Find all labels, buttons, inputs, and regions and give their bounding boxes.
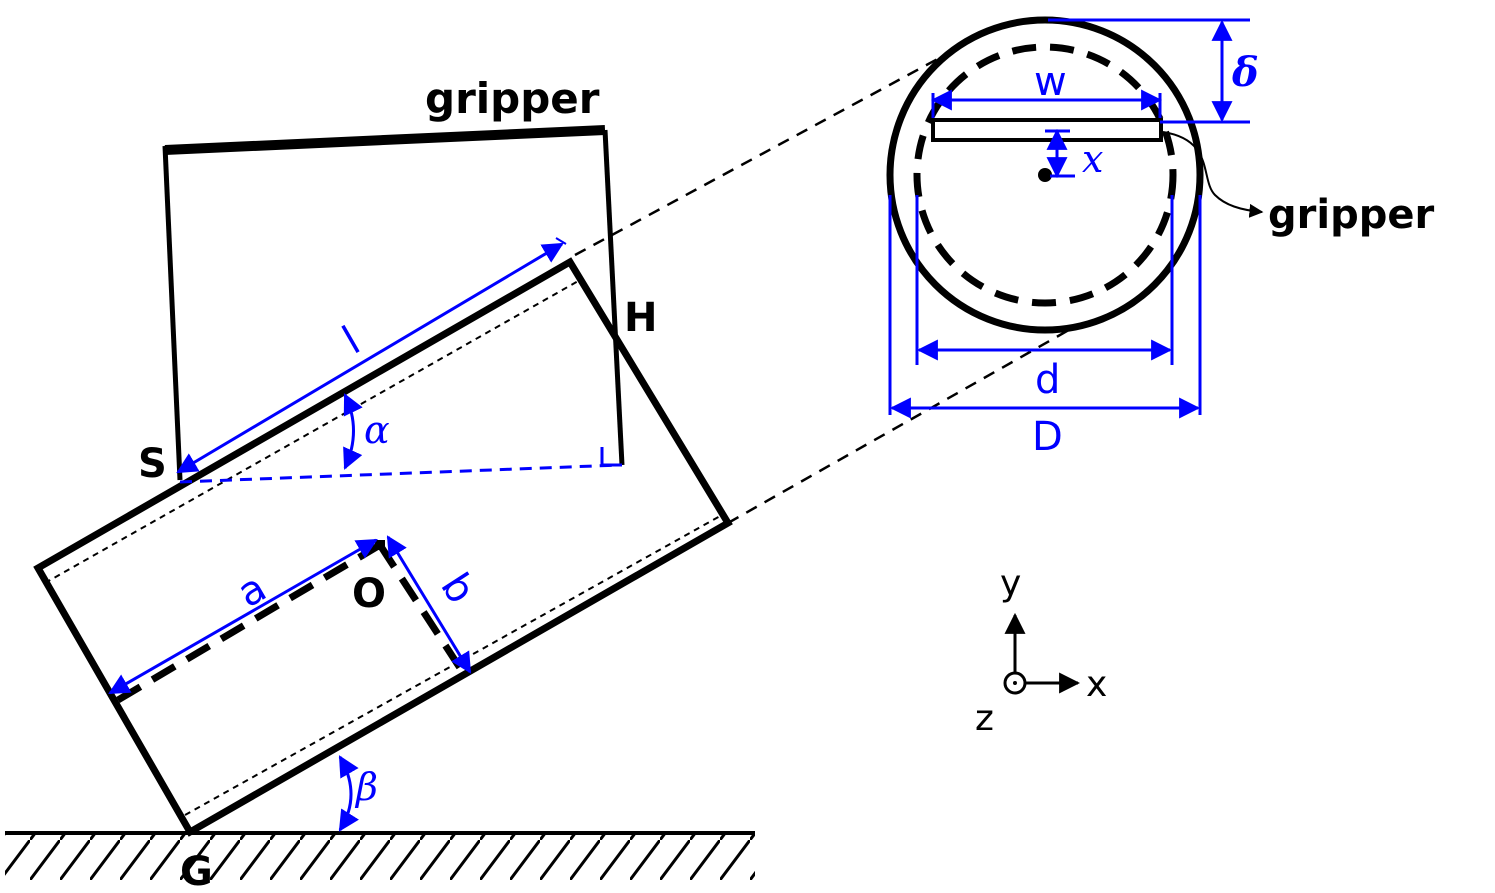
- dimension-l: [176, 237, 567, 474]
- dimension-w-label: w: [1034, 59, 1067, 105]
- dimension-a: [108, 538, 378, 695]
- point-s-label: S: [138, 441, 167, 487]
- axis-y-label: y: [1000, 563, 1021, 604]
- alpha-reference-line: [179, 463, 621, 484]
- axis-x-label: x: [1086, 664, 1107, 705]
- coordinate-axes: [1003, 612, 1081, 695]
- cross-section-inset: [886, 16, 1264, 419]
- dimension-d-label: d: [1035, 357, 1060, 403]
- tube-body: [33, 257, 733, 837]
- angle-beta-label: β: [354, 765, 378, 809]
- angle-alpha-label: α: [364, 408, 390, 452]
- alpha-arc: [343, 393, 363, 470]
- point-o-label: O: [352, 571, 386, 617]
- dimension-b-label: b: [431, 565, 483, 611]
- ground: [5, 831, 755, 880]
- dimension-x-label: x: [1082, 137, 1103, 181]
- gap-delta-label: δ: [1231, 49, 1259, 96]
- gripper-label: gripper: [425, 74, 600, 123]
- inset-gripper-label: gripper: [1268, 192, 1434, 238]
- dimension-b: [386, 535, 472, 674]
- dimension-D-label: D: [1032, 414, 1063, 460]
- gripper-body: [162, 125, 625, 481]
- dimension-l-label: l: [335, 318, 368, 363]
- point-h-label: H: [624, 295, 657, 341]
- beta-arc: [338, 755, 359, 832]
- point-g-label: G: [180, 849, 213, 893]
- axis-z-label: z: [975, 698, 994, 739]
